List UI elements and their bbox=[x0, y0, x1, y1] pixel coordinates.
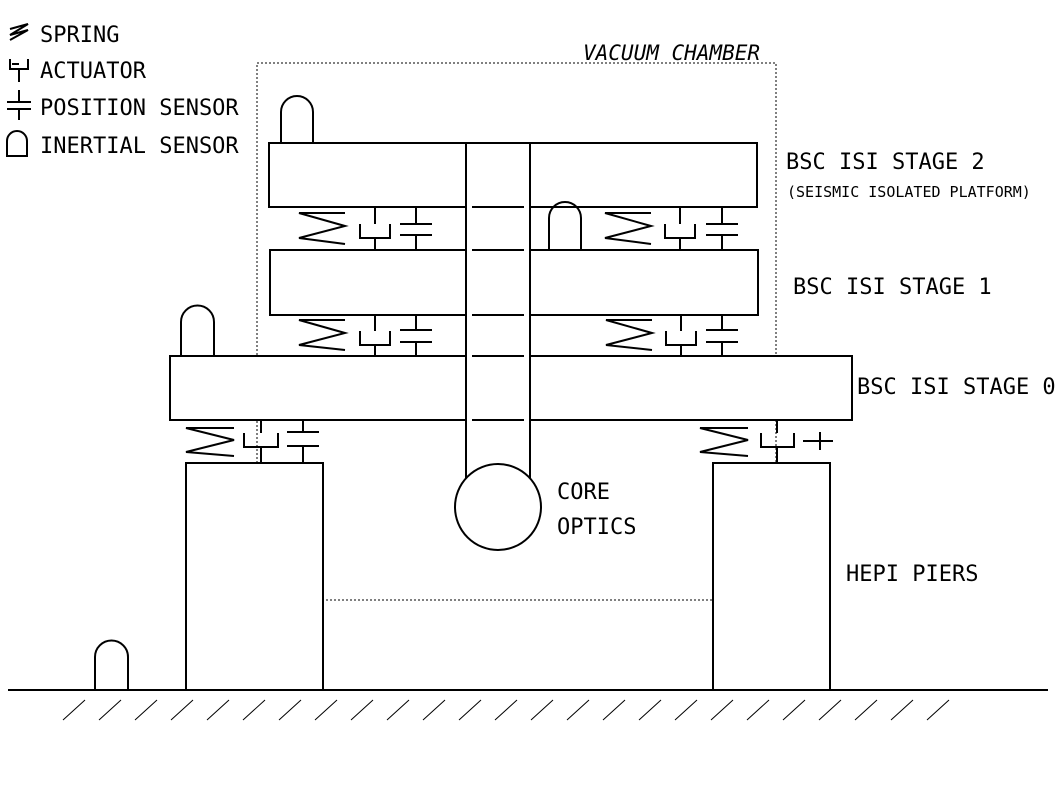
stage0-label: BSC ISI STAGE 0 bbox=[857, 375, 1056, 400]
legend-actuator-label: ACTUATOR bbox=[40, 59, 147, 84]
core-optics-label-line1: CORE bbox=[557, 480, 610, 505]
hepi-pier-right bbox=[712, 462, 831, 691]
spring-icon bbox=[298, 212, 349, 245]
hatch-line bbox=[170, 699, 194, 721]
position-sensor-icon bbox=[706, 207, 738, 250]
stage2-sublabel: (SEISMIC ISOLATED PLATFORM) bbox=[787, 183, 1031, 201]
hatch-line bbox=[350, 699, 374, 721]
spring-icon bbox=[605, 319, 656, 351]
hatch-line bbox=[242, 699, 266, 721]
position-sensor-icon bbox=[400, 315, 432, 356]
inertial-sensor-icon bbox=[6, 130, 28, 157]
hatch-line bbox=[638, 699, 662, 721]
hepi-piers-label: HEPI PIERS bbox=[846, 562, 978, 587]
hatch-line bbox=[98, 699, 122, 721]
core-optics-mirror bbox=[454, 463, 542, 551]
hatch-line bbox=[746, 699, 770, 721]
actuator-icon bbox=[760, 420, 795, 463]
hatch-line bbox=[494, 699, 518, 721]
spring-icon bbox=[298, 319, 349, 351]
hatch-line bbox=[602, 699, 626, 721]
core-optics-label-line2: OPTICS bbox=[557, 515, 636, 540]
position-sensor-icon bbox=[287, 420, 319, 463]
position-sensor-icon bbox=[706, 315, 738, 356]
optics-suspension-column bbox=[465, 142, 531, 484]
column-gap-lines bbox=[472, 206, 524, 421]
legend: SPRING ACTUATOR POSITION SENSOR INERTIAL… bbox=[6, 23, 239, 159]
position-sensor-icon bbox=[7, 90, 31, 120]
actuator-icon bbox=[359, 315, 391, 356]
hatch-line bbox=[782, 699, 806, 721]
hatch-line bbox=[386, 699, 410, 721]
hatch-line bbox=[566, 699, 590, 721]
spring-icon bbox=[185, 427, 235, 457]
position-sensor-icon bbox=[400, 207, 432, 250]
position-sensor-icon bbox=[803, 432, 833, 450]
hatch-line bbox=[710, 699, 734, 721]
hatch-line bbox=[530, 699, 554, 721]
stage1-label: BSC ISI STAGE 1 bbox=[793, 275, 992, 300]
hatch-line bbox=[422, 699, 446, 721]
actuator-icon bbox=[243, 420, 279, 463]
stage1-inertial-sensor-icon bbox=[548, 201, 582, 251]
stage0-inertial-sensor-icon bbox=[180, 304, 215, 357]
ground-inertial-sensor-icon bbox=[94, 639, 129, 691]
actuator-icon bbox=[9, 59, 29, 82]
hatch-line bbox=[314, 699, 338, 721]
ground-hatching bbox=[62, 699, 950, 721]
spring-icon bbox=[699, 427, 749, 457]
vacuum-chamber-label: VACUUM CHAMBER bbox=[583, 41, 760, 65]
stage2-label: BSC ISI STAGE 2 bbox=[786, 150, 985, 175]
legend-position-sensor-label: POSITION SENSOR bbox=[40, 96, 239, 121]
hatch-line bbox=[674, 699, 698, 721]
ground bbox=[8, 689, 1048, 721]
hatch-line bbox=[458, 699, 482, 721]
hatch-line bbox=[818, 699, 842, 721]
hatch-line bbox=[926, 699, 950, 721]
legend-spring-label: SPRING bbox=[40, 23, 119, 48]
hatch-line bbox=[62, 699, 86, 721]
hatch-line bbox=[890, 699, 914, 721]
hatch-line bbox=[278, 699, 302, 721]
actuator-icon bbox=[359, 207, 391, 250]
spring-icon bbox=[9, 23, 29, 41]
hatch-line bbox=[206, 699, 230, 721]
hatch-line bbox=[854, 699, 878, 721]
spring-icon bbox=[604, 212, 655, 245]
legend-inertial-sensor-label: INERTIAL SENSOR bbox=[40, 134, 239, 159]
stage2-inertial-sensor-icon bbox=[280, 95, 314, 144]
hepi-pier-left bbox=[185, 462, 324, 691]
hatch-line bbox=[134, 699, 158, 721]
actuator-icon bbox=[664, 207, 696, 250]
actuator-icon bbox=[665, 315, 697, 356]
